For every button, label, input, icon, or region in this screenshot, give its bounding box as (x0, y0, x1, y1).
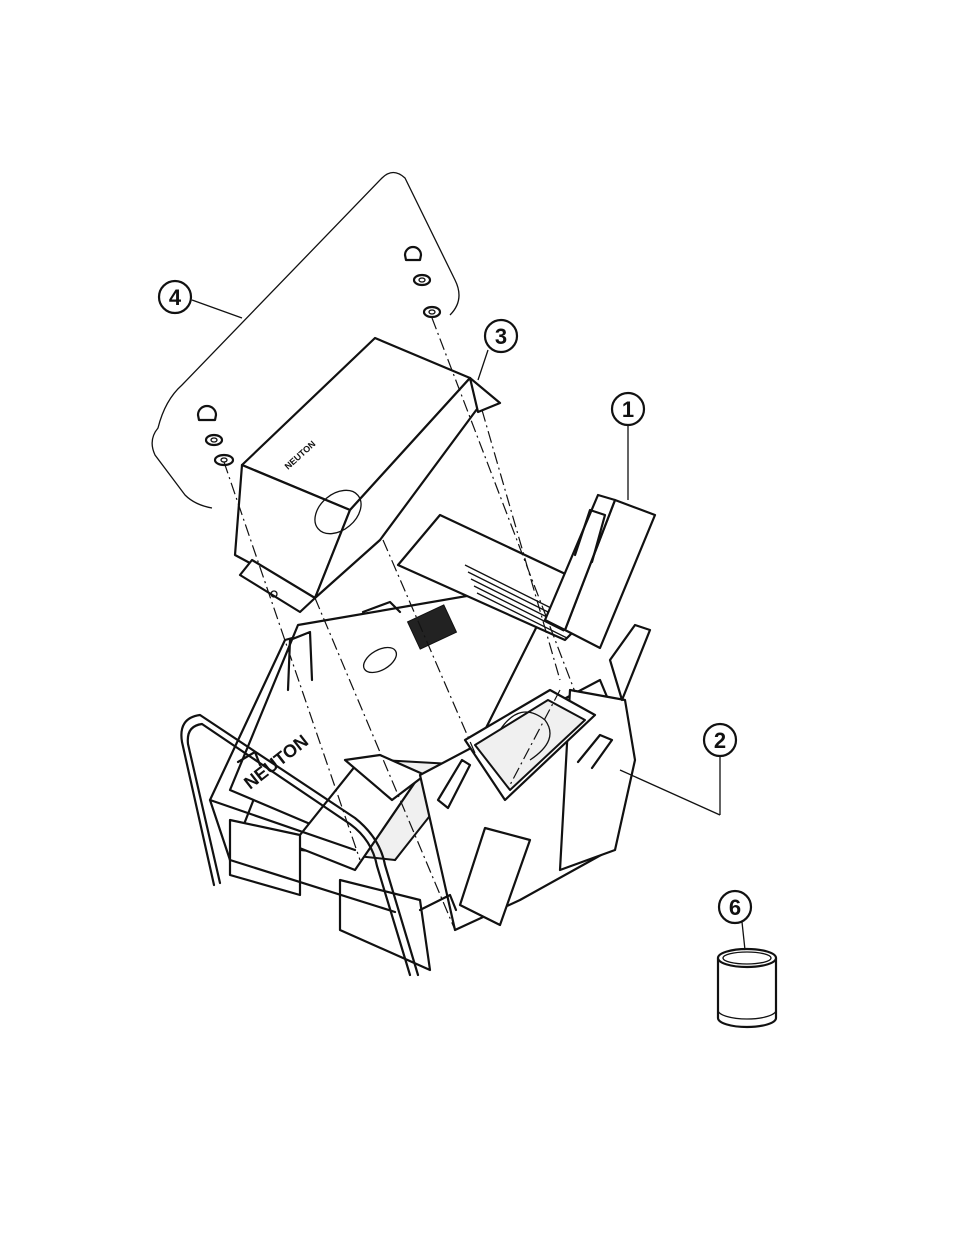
paint-can (718, 949, 776, 1027)
svg-text:4: 4 (169, 285, 182, 310)
fastener-stack-right (405, 247, 440, 317)
callout-1: 1 (612, 393, 644, 425)
callout-2: 2 (704, 724, 736, 756)
svg-text:6: 6 (729, 895, 741, 920)
svg-text:1: 1 (622, 397, 634, 422)
svg-text:2: 2 (714, 728, 726, 753)
callout-3: 3 (485, 320, 517, 352)
callout-6: 6 (719, 891, 751, 923)
fastener-stack-left (198, 406, 233, 465)
side-shroud (545, 495, 655, 700)
svg-text:3: 3 (495, 324, 507, 349)
callout-4: 4 (159, 281, 191, 313)
